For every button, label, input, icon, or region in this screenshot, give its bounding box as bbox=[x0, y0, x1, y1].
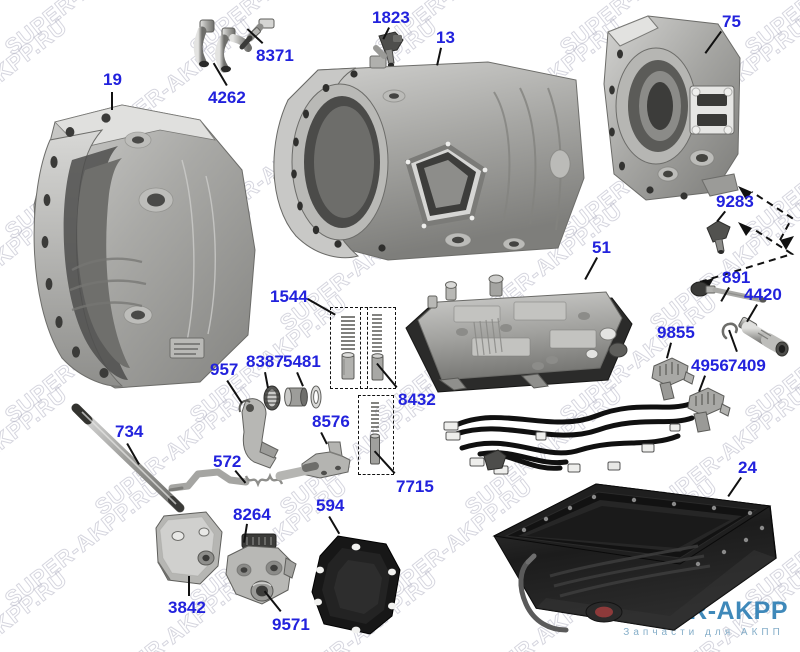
part-accumulator-spring-kit-3[interactable] bbox=[365, 400, 385, 468]
part-speed-sensor-probe[interactable] bbox=[237, 18, 279, 52]
callout-label-1823[interactable]: 1823 bbox=[372, 8, 410, 27]
callout-label-24[interactable]: 24 bbox=[738, 458, 757, 477]
watermark-text: SUPER-AKPP.RU bbox=[0, 0, 168, 60]
callout-label-7409[interactable]: 7409 bbox=[728, 356, 766, 375]
watermark-text: SUPER-AKPP.RU bbox=[740, 0, 800, 60]
callout-label-8387[interactable]: 8387 bbox=[246, 352, 284, 371]
callout-label-8576[interactable]: 8576 bbox=[312, 412, 350, 431]
part-wiring-connector-b[interactable] bbox=[686, 386, 731, 434]
callout-label-8371[interactable]: 8371 bbox=[256, 46, 294, 65]
part-seal-ring[interactable] bbox=[259, 384, 285, 412]
part-oil-pan-sump[interactable] bbox=[484, 478, 784, 646]
callout-label-734[interactable]: 734 bbox=[115, 422, 144, 441]
callout-leader-line bbox=[188, 576, 190, 596]
part-parking-pawl-lever[interactable] bbox=[232, 396, 294, 470]
callout-label-5481[interactable]: 5481 bbox=[283, 352, 321, 371]
part-bell-housing-clutch-case[interactable] bbox=[10, 100, 265, 390]
part-vehicle-speed-sensor[interactable] bbox=[738, 316, 794, 360]
kit-box-7715 bbox=[358, 395, 394, 475]
callout-label-8432[interactable]: 8432 bbox=[398, 390, 436, 409]
assembly-arrows bbox=[660, 170, 800, 300]
part-accumulator-spring-kit-1[interactable] bbox=[336, 313, 360, 381]
part-bushing-washer[interactable] bbox=[284, 382, 328, 412]
part-valve-body-assembly[interactable] bbox=[402, 274, 637, 400]
callout-label-594[interactable]: 594 bbox=[316, 496, 345, 515]
callout-label-8264[interactable]: 8264 bbox=[233, 505, 271, 524]
callout-label-957[interactable]: 957 bbox=[210, 360, 239, 379]
part-transmission-dipstick-tube[interactable] bbox=[68, 402, 188, 514]
part-retaining-clip[interactable] bbox=[720, 320, 742, 342]
callout-label-891[interactable]: 891 bbox=[722, 268, 751, 287]
part-oil-cooler-tube-fittings[interactable] bbox=[192, 18, 262, 78]
part-output-speed-sensor[interactable] bbox=[704, 218, 738, 254]
watermark-text: SUPER-AKPP.RU bbox=[0, 381, 72, 520]
part-side-cover-plate[interactable] bbox=[304, 530, 408, 640]
callout-label-1544[interactable]: 1544 bbox=[270, 287, 308, 306]
callout-label-4420[interactable]: 4420 bbox=[744, 285, 782, 304]
callout-label-9855[interactable]: 9855 bbox=[657, 323, 695, 342]
part-rear-extension-housing[interactable] bbox=[598, 14, 748, 209]
callout-label-51[interactable]: 51 bbox=[592, 238, 611, 257]
callout-label-13[interactable]: 13 bbox=[436, 28, 455, 47]
callout-label-19[interactable]: 19 bbox=[103, 70, 122, 89]
part-main-transmission-case[interactable] bbox=[258, 45, 588, 263]
part-heat-shield-plate[interactable] bbox=[148, 510, 234, 590]
part-accumulator-spring-kit-2[interactable] bbox=[366, 312, 388, 382]
callout-label-3842[interactable]: 3842 bbox=[168, 598, 206, 617]
part-manual-shift-lever-rod[interactable] bbox=[168, 462, 319, 502]
callout-leader-line bbox=[111, 92, 113, 110]
callout-label-9571[interactable]: 9571 bbox=[272, 615, 310, 634]
kit-box-8432 bbox=[360, 307, 396, 389]
part-manual-shaft[interactable] bbox=[688, 278, 772, 308]
callout-label-9283[interactable]: 9283 bbox=[716, 192, 754, 211]
callout-label-572[interactable]: 572 bbox=[213, 452, 242, 471]
watermark-text: SUPER-AKPP.RU bbox=[0, 565, 72, 652]
callout-label-7715[interactable]: 7715 bbox=[396, 477, 434, 496]
callout-label-4262[interactable]: 4262 bbox=[208, 88, 246, 107]
part-wiring-harness[interactable] bbox=[440, 392, 730, 478]
callout-label-75[interactable]: 75 bbox=[722, 12, 741, 31]
callout-label-4956[interactable]: 4956 bbox=[691, 356, 729, 375]
part-transmission-range-switch[interactable] bbox=[218, 533, 300, 608]
part-wiring-connector-a[interactable] bbox=[650, 356, 695, 402]
kit-box-1544 bbox=[330, 307, 368, 389]
